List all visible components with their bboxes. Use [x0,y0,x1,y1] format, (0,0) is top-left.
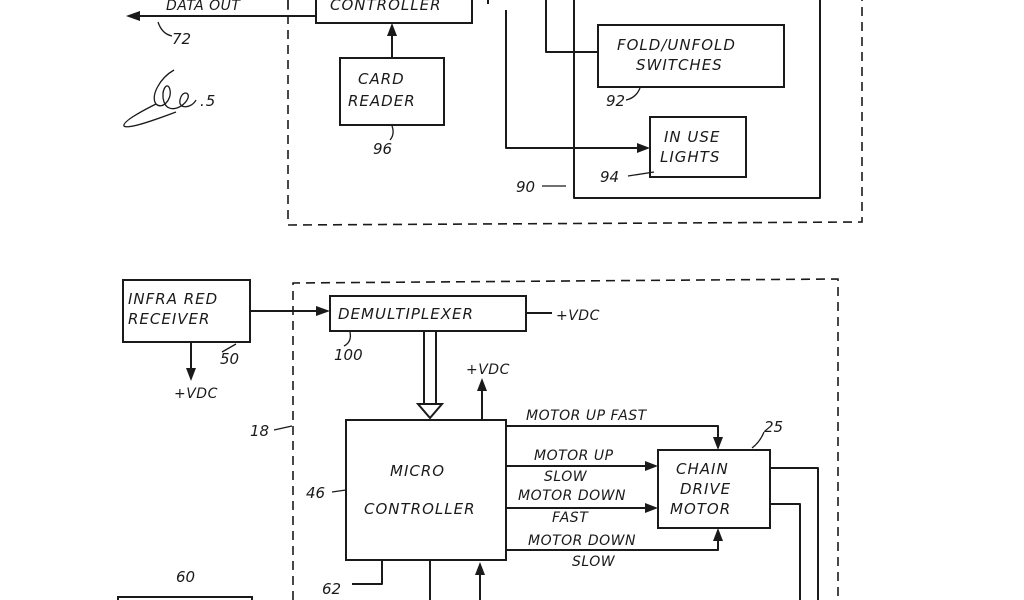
fold-switches-line-2: SWITCHES [636,56,723,74]
motor-up-slow-line-2: SLOW [544,469,588,485]
chain-drive-motor-line-1: CHAIN [676,460,729,478]
demux-leader [343,331,352,347]
infrared-to-demux-arrowhead [316,306,330,316]
motor-ref: 25 [764,418,783,436]
lights-arrowhead [637,143,650,153]
infrared-receiver-line-2: RECEIVER [128,310,210,328]
fold-switches-box [597,24,785,88]
motor-output-upper [770,467,819,600]
data-out-ref: 72 [172,30,191,48]
fig-5-label: .5 [200,92,216,110]
data-out-arrowhead [126,11,140,21]
micro-bottom-line-1 [352,560,383,585]
motor-up-slow-line-1: MOTOR UP [534,448,614,464]
motor-up-fast-label: MOTOR UP FAST [526,408,648,424]
motor-up-fast-line [506,425,719,440]
demux-vdc-label: +VDC [556,308,600,324]
in-use-lights-line-1: IN USE [664,128,720,146]
demultiplexer-label: DEMULTIPLEXER [338,305,474,323]
ref-60: 60 [176,568,195,586]
controller-to-lights-line [505,10,640,149]
upper-inner-enclosure [573,0,821,199]
infrared-ref: 50 [220,350,239,368]
controller-label: CONTROLLER [330,0,442,14]
micro-controller-line-2: CONTROLLER [364,500,476,518]
chain-drive-motor-line-3: MOTOR [670,500,731,518]
micro-ref: 46 [306,484,325,502]
card-reader-arrowhead [387,23,397,36]
infrared-vdc-arrowhead [186,368,196,381]
group-18-ref: 18 [250,422,269,440]
bus-arrowhead [415,403,445,420]
micro-controller-box [345,419,507,561]
card-reader-ref: 96 [373,140,392,158]
upper-figure: CONTROLLER DATA OUT 72 CARD READER 96 FO… [123,0,863,226]
in-use-lights-leader [627,171,655,177]
motor-down-slow-line-1: MOTOR DOWN [528,533,636,549]
ref-62: 62 [322,580,341,598]
motor-down-fast-line-2: FAST [552,510,589,526]
infrared-leader [221,343,237,353]
micro-vdc-arrowhead [477,378,487,391]
motor-leader [751,431,765,449]
data-out-leader [157,21,173,37]
demultiplexer-box [329,295,527,332]
data-out-label: DATA OUT [166,0,241,14]
motor-down-slow-line [506,538,719,551]
lower-enclosure [292,278,839,600]
card-reader-leader [389,125,394,141]
card-reader-line-2: READER [348,92,416,110]
micro-vdc-label: +VDC [466,362,510,378]
in-use-lights-box [649,116,747,178]
motor-up-slow-arrowhead [645,461,658,471]
controller-box [315,0,473,24]
infrared-vdc-label: +VDC [174,386,218,402]
box-60 [117,596,253,600]
fold-switch-line [545,0,598,53]
fold-switches-ref: 92 [606,92,625,110]
micro-leader [331,489,347,493]
chain-drive-motor-line-2: DRIVE [680,480,731,498]
fold-switches-leader [625,87,641,101]
motor-down-slow-line-2: SLOW [572,554,616,570]
micro-bottom-arrowhead [475,562,485,575]
infrared-receiver-line-1: INFRA RED [128,290,218,308]
micro-controller-line-1: MICRO [390,462,445,480]
upper-outer-enclosure [287,0,863,226]
fig-5-mark: .5 [123,69,216,128]
motor-down-fast-line-1: MOTOR DOWN [518,488,626,504]
group-90-ref: 90 [516,178,535,196]
card-reader-line-1: CARD [358,70,405,88]
motor-down-fast-arrowhead [645,503,658,513]
fold-switches-line-1: FOLD/UNFOLD [617,36,736,54]
chain-drive-motor-box [657,449,771,529]
group-18-leader [273,425,293,431]
motor-output-lower [770,503,801,600]
in-use-lights-line-2: LIGHTS [660,148,720,166]
motor-down-slow-arrowhead [713,528,723,541]
in-use-lights-ref: 94 [600,168,619,186]
motor-up-fast-arrowhead [713,437,723,450]
lower-figure: INFRA RED RECEIVER +VDC 50 DEMULTIPLEXER… [117,278,839,600]
demux-ref: 100 [334,346,363,364]
